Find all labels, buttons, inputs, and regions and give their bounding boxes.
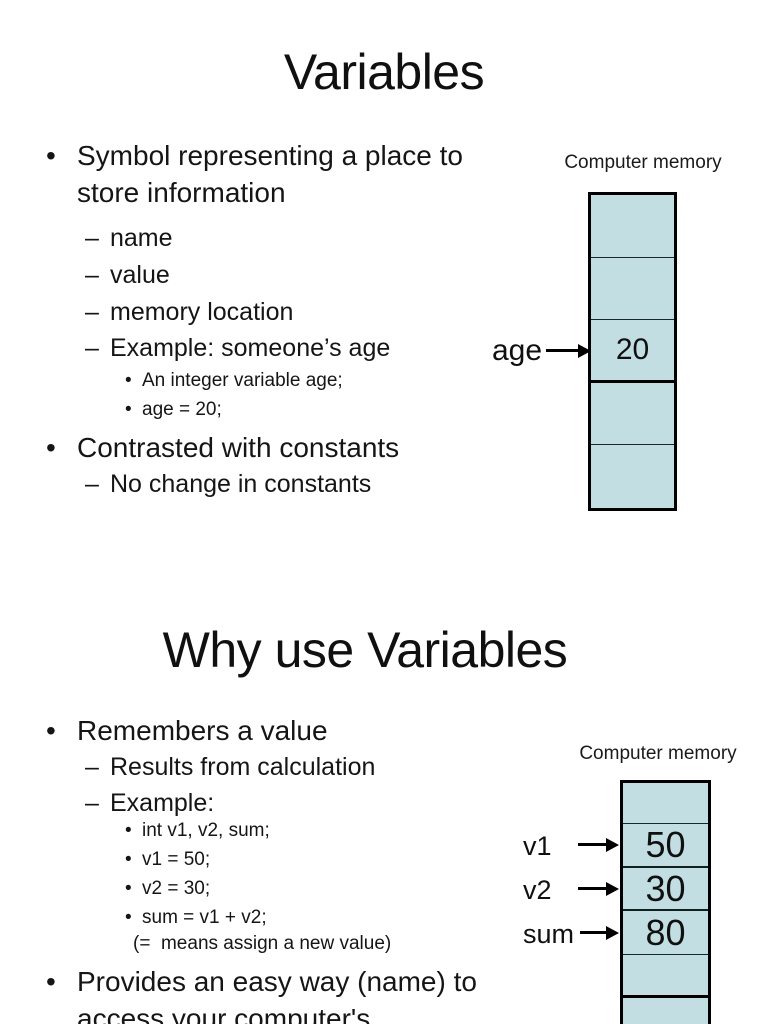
bullet-marker: • xyxy=(46,715,56,746)
memory-cell: 50 xyxy=(623,824,708,868)
pointer-label-age: age xyxy=(492,334,543,367)
dash-marker: – xyxy=(85,224,99,252)
bullet-item: – value xyxy=(85,258,170,292)
bullet-item: • Remembers a value xyxy=(44,712,328,749)
arrow-icon xyxy=(606,926,619,940)
bullet-text: Provides an easy way (name) to access yo… xyxy=(77,966,477,1024)
memory-diagram-label: Computer memory xyxy=(564,152,722,173)
bullet-text: Remembers a value xyxy=(77,715,328,746)
bullet-item: • v2 = 30; xyxy=(125,876,210,902)
bullet-text: Results from calculation xyxy=(110,753,376,781)
bullet-marker: • xyxy=(125,849,132,870)
bullet-text: Symbol representing a place to store inf… xyxy=(77,140,463,208)
pointer-label-sum: sum xyxy=(523,919,575,949)
memory-cell xyxy=(623,955,708,998)
bullet-item: – memory location xyxy=(85,295,293,329)
bullet-text: v2 = 30; xyxy=(142,878,211,899)
bullet-item: – Results from calculation xyxy=(85,750,375,784)
bullet-text: An integer variable age; xyxy=(142,370,343,391)
memory-cell xyxy=(623,998,708,1024)
bullet-marker: • xyxy=(125,820,132,841)
bullet-text: age = 20; xyxy=(142,399,222,420)
bullet-item: – name xyxy=(85,221,173,255)
bullet-text: name xyxy=(110,224,173,252)
note-text: (= means assign a new value) xyxy=(133,933,392,954)
bullet-marker: • xyxy=(46,432,56,463)
dash-marker: – xyxy=(85,753,99,781)
bullet-item: • Contrasted with constants xyxy=(44,429,399,466)
dash-marker: – xyxy=(85,334,99,362)
bullet-item: • v1 = 50; xyxy=(125,847,210,873)
bullet-text: Example: someone’s age xyxy=(110,334,391,362)
memory-cell xyxy=(591,195,674,258)
bullet-text: v1 = 50; xyxy=(142,849,211,870)
bullet-item: • age = 20; xyxy=(125,397,222,423)
bullet-marker: • xyxy=(125,907,132,928)
bullet-marker: • xyxy=(125,370,132,391)
bullet-marker: • xyxy=(125,399,132,420)
arrow-icon xyxy=(606,882,619,896)
bullet-item: • Symbol representing a place to store i… xyxy=(44,137,519,211)
bullet-item: • Provides an easy way (name) to access … xyxy=(44,963,494,1024)
bullet-text: sum = v1 + v2; xyxy=(142,907,267,928)
memory-cell: 30 xyxy=(623,868,708,911)
bullet-text: No change in constants xyxy=(110,470,372,498)
slide2-title: Why use Variables xyxy=(162,622,568,678)
bullet-marker: • xyxy=(46,140,56,171)
bullet-text: memory location xyxy=(110,298,294,326)
bullet-marker: • xyxy=(125,878,132,899)
memory-cell: 20 xyxy=(591,320,674,383)
memory-diagram: 50 30 80 xyxy=(620,780,711,1024)
memory-diagram: 20 xyxy=(588,192,677,511)
arrow-icon xyxy=(578,887,608,890)
dash-marker: – xyxy=(85,470,99,498)
arrow-icon xyxy=(606,838,619,852)
memory-cell xyxy=(591,382,674,446)
arrow-icon xyxy=(578,344,591,358)
memory-cell xyxy=(623,783,708,824)
arrow-icon xyxy=(580,931,608,934)
pointer-label-v2: v2 xyxy=(523,875,552,905)
dash-marker: – xyxy=(85,261,99,289)
arrow-icon xyxy=(546,349,580,352)
memory-cell: 80 xyxy=(623,911,708,955)
bullet-item: • An integer variable age; xyxy=(125,368,343,394)
dash-marker: – xyxy=(85,298,99,326)
memory-cell xyxy=(591,445,674,508)
arrow-icon xyxy=(578,843,608,846)
bullet-text: Example: xyxy=(110,789,215,817)
memory-diagram-label: Computer memory xyxy=(579,743,737,764)
bullet-item: – Example: someone’s age xyxy=(85,331,390,365)
pointer-label-v1: v1 xyxy=(523,831,552,861)
bullet-item: – Example: xyxy=(85,786,214,820)
slide1-title: Variables xyxy=(283,44,485,100)
bullet-text: Contrasted with constants xyxy=(77,432,400,463)
bullet-text: int v1, v2, sum; xyxy=(142,820,270,841)
bullet-item: – No change in constants xyxy=(85,467,371,501)
dash-marker: – xyxy=(85,789,99,817)
bullet-text: value xyxy=(110,261,170,289)
memory-cell xyxy=(591,257,674,321)
bullet-item: • int v1, v2, sum; xyxy=(125,818,270,844)
bullet-item: • sum = v1 + v2; xyxy=(125,905,267,931)
bullet-marker: • xyxy=(46,966,56,997)
